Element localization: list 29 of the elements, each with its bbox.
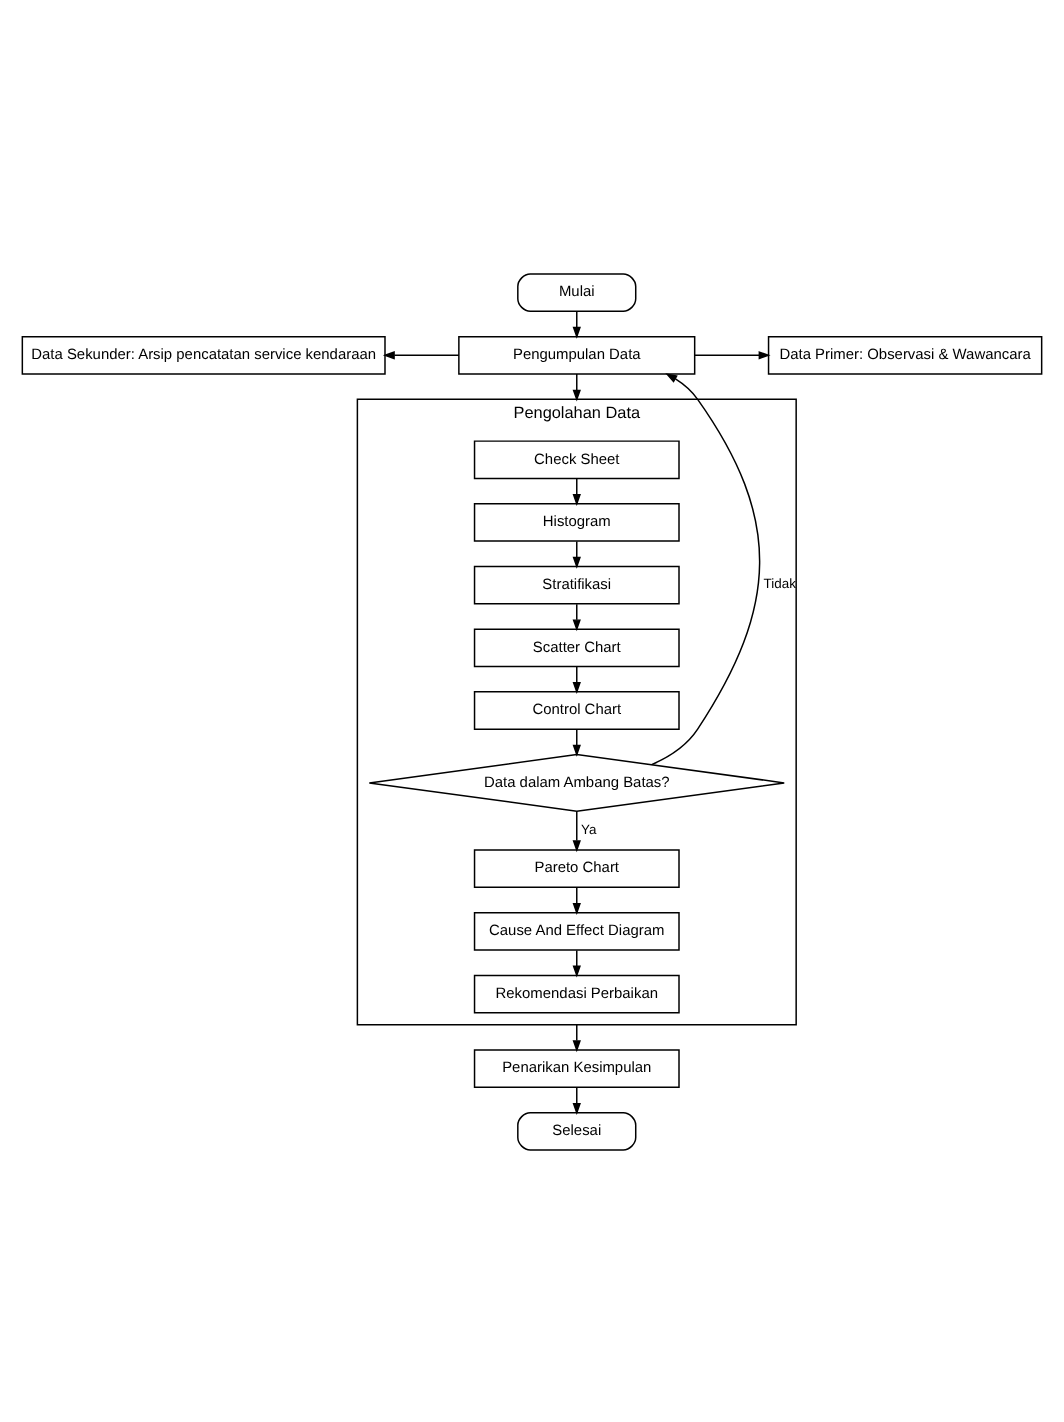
node-box: Data Sekunder: Arsip pencatatan service kendaraan [21,334,386,374]
arrow [572,809,581,852]
arrow [572,1022,581,1052]
node-box: Control Chart [473,690,680,729]
node-box: Penarikan Kesimpulan [473,1048,680,1088]
arrow [572,477,581,505]
node-box: Selesai [517,1110,637,1150]
arrow [572,372,581,401]
arrow [382,350,460,359]
node-diamond: Data dalam Ambang Batas? [368,752,785,811]
node-box: Histogram [473,502,680,541]
arrow [572,1086,581,1114]
arrow [572,309,581,338]
node-box: Stratifikasi [473,564,680,604]
arrow [694,350,771,359]
arrow [572,602,581,631]
node-box: Pareto Chart [473,848,680,888]
arrow [572,886,581,914]
node-box: Pengumpulan Data [458,334,696,374]
arrow [572,727,581,756]
node-box: Rekomendasi Perbaikan [473,973,680,1013]
arrow [572,665,581,693]
node-box: Check Sheet [473,439,680,479]
node-box: Data Primer: Observasi & Wawancara [767,334,1043,374]
arrow [572,948,581,977]
node-box: Cause And Effect Diagram [473,911,680,950]
node-box: Scatter Chart [473,627,680,667]
node-box: Mulai [517,272,637,312]
arrow [572,539,581,568]
